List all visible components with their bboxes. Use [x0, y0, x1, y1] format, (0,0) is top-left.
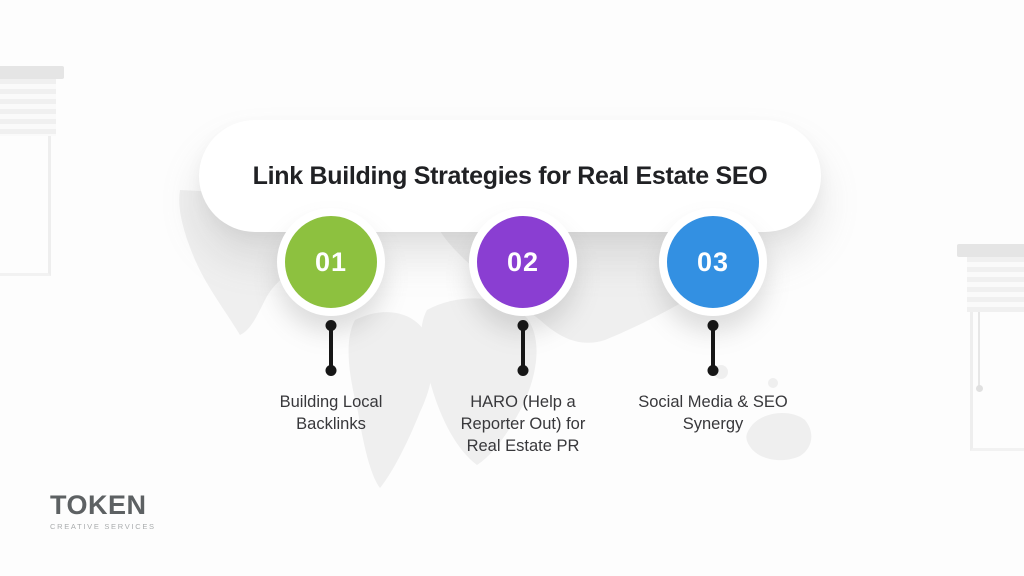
window-valance — [0, 66, 64, 79]
page-title: Link Building Strategies for Real Estate… — [252, 161, 768, 190]
step-connector-2 — [521, 325, 525, 371]
step-number-3: 03 — [696, 246, 730, 277]
step-circle-1: 01 — [277, 208, 385, 316]
step-circle-3: 03 — [659, 208, 767, 316]
step-number-1: 01 — [314, 246, 348, 277]
step-label-3: Social Media & SEO Synergy — [638, 393, 788, 433]
window-frame — [970, 257, 1024, 451]
brand-tagline: CREATIVE SERVICES — [50, 522, 156, 531]
step-number-2: 02 — [506, 246, 540, 277]
window-blinds — [0, 79, 56, 136]
brand-logo: TOKEN CREATIVE SERVICES — [50, 490, 156, 532]
brand-name: TOKEN — [50, 490, 147, 520]
window-blinds — [967, 257, 1024, 312]
step-connector-1 — [329, 325, 333, 371]
window-frame — [0, 79, 51, 276]
blinds-pull-cord — [978, 312, 980, 386]
step-label-2: HARO (Help a Reporter Out) for Real Esta… — [460, 393, 586, 455]
blinds-cord-knob — [976, 385, 983, 392]
step-connector-3 — [711, 325, 715, 371]
step-circle-2: 02 — [469, 208, 577, 316]
window-valance — [957, 244, 1024, 257]
step-label-1: Building Local Backlinks — [279, 393, 383, 433]
